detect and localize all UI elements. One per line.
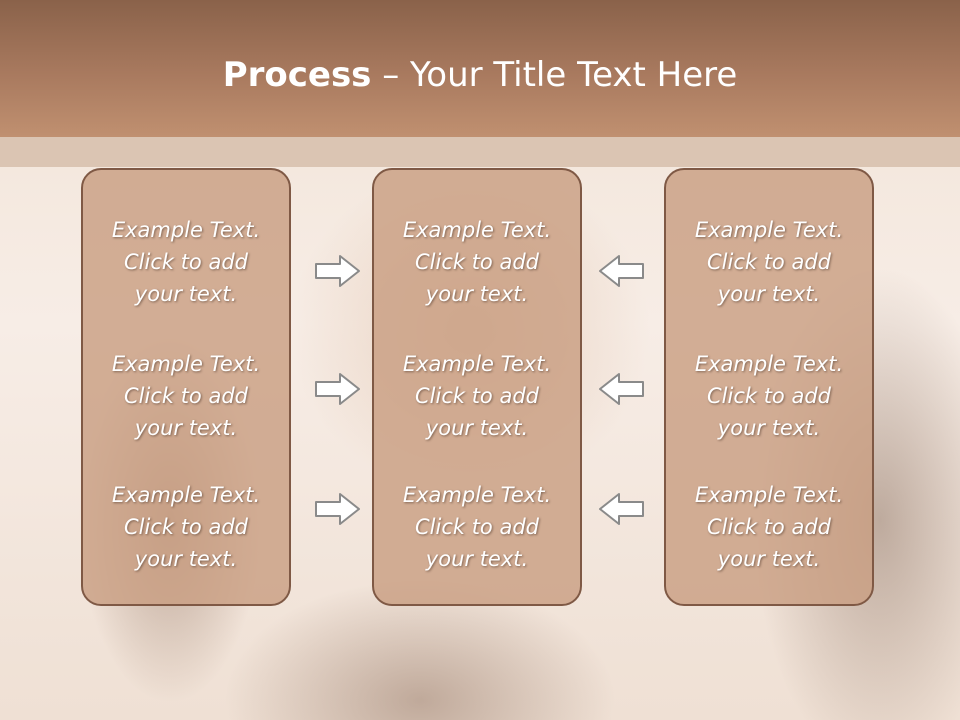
slide-title[interactable]: Process – Your Title Text Here: [0, 48, 960, 102]
title-rest: – Your Title Text Here: [371, 55, 738, 95]
text-line: Example Text.: [694, 483, 844, 507]
text-placeholder[interactable]: Example Text. Click to add your text.: [666, 348, 872, 444]
text-line: Example Text.: [402, 483, 552, 507]
title-bold: Process: [222, 55, 372, 95]
text-placeholder[interactable]: Example Text. Click to add your text.: [666, 479, 872, 575]
text-line: Click to add: [414, 250, 539, 274]
left-arrow-icon: [599, 493, 644, 525]
text-line: your text.: [425, 282, 529, 306]
text-line: Example Text.: [111, 483, 261, 507]
text-placeholder[interactable]: Example Text. Click to add your text.: [374, 479, 580, 575]
text-line: Click to add: [706, 515, 831, 539]
text-line: Click to add: [123, 515, 248, 539]
text-placeholder[interactable]: Example Text. Click to add your text.: [374, 214, 580, 310]
left-arrow-icon: [599, 255, 644, 287]
text-line: Click to add: [123, 250, 248, 274]
text-line: Example Text.: [694, 352, 844, 376]
left-arrow-icon: [599, 373, 644, 405]
text-line: your text.: [717, 547, 821, 571]
text-line: Click to add: [706, 250, 831, 274]
text-line: your text.: [425, 547, 529, 571]
process-box-left[interactable]: Example Text. Click to add your text. Ex…: [81, 168, 291, 606]
text-line: Click to add: [414, 515, 539, 539]
text-placeholder[interactable]: Example Text. Click to add your text.: [83, 214, 289, 310]
text-line: your text.: [134, 282, 238, 306]
text-line: Click to add: [123, 384, 248, 408]
right-arrow-icon: [315, 373, 360, 405]
process-box-right[interactable]: Example Text. Click to add your text. Ex…: [664, 168, 874, 606]
text-line: your text.: [717, 416, 821, 440]
text-line: Click to add: [706, 384, 831, 408]
right-arrow-icon: [315, 255, 360, 287]
text-line: your text.: [425, 416, 529, 440]
text-line: Example Text.: [402, 218, 552, 242]
title-bar-strip: [0, 137, 960, 167]
title-bar: [0, 0, 960, 137]
process-box-middle[interactable]: Example Text. Click to add your text. Ex…: [372, 168, 582, 606]
text-placeholder[interactable]: Example Text. Click to add your text.: [83, 348, 289, 444]
text-line: your text.: [717, 282, 821, 306]
text-line: your text.: [134, 547, 238, 571]
text-line: Example Text.: [111, 218, 261, 242]
text-placeholder[interactable]: Example Text. Click to add your text.: [666, 214, 872, 310]
text-line: Click to add: [414, 384, 539, 408]
text-placeholder[interactable]: Example Text. Click to add your text.: [83, 479, 289, 575]
right-arrow-icon: [315, 493, 360, 525]
text-line: Example Text.: [694, 218, 844, 242]
text-placeholder[interactable]: Example Text. Click to add your text.: [374, 348, 580, 444]
text-line: Example Text.: [111, 352, 261, 376]
text-line: Example Text.: [402, 352, 552, 376]
text-line: your text.: [134, 416, 238, 440]
